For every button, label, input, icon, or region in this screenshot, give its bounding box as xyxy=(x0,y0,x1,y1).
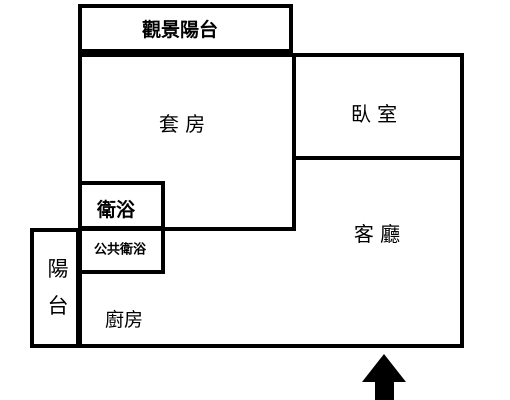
public-bathroom-label: 公共衛浴 xyxy=(94,242,147,258)
living-room-label: 客 廳 xyxy=(354,222,400,246)
up-arrow-icon xyxy=(362,354,406,400)
main-outline xyxy=(78,53,464,348)
view-balcony-label: 觀景陽台 xyxy=(142,18,218,41)
balcony-label-bottom: 台 xyxy=(48,294,69,318)
bathroom-label: 衛浴 xyxy=(96,198,136,221)
view-balcony-room xyxy=(78,4,293,53)
balcony-label-top: 陽 xyxy=(48,257,69,281)
side-balcony-room xyxy=(30,228,80,348)
kitchen-label: 廚房 xyxy=(105,308,143,331)
suite-label: 套 房 xyxy=(159,112,205,136)
bedroom-label: 臥 室 xyxy=(351,102,397,126)
